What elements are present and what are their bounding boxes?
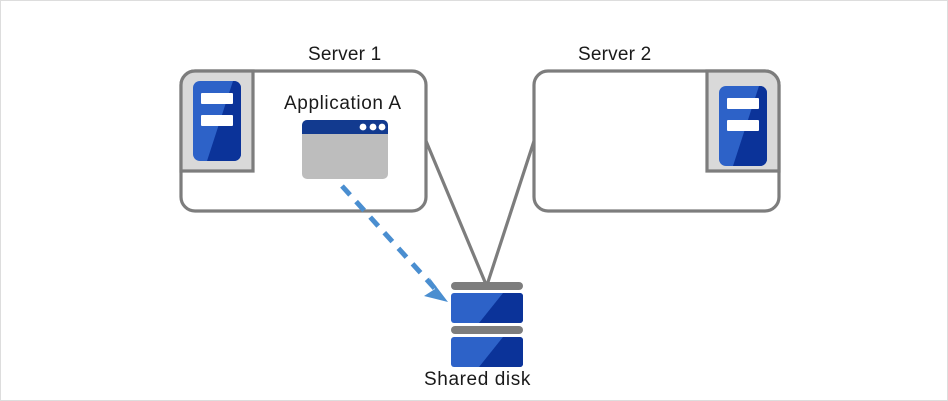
server1-icon-bar-top xyxy=(201,93,233,104)
server1-icon-bar-bottom xyxy=(201,115,233,126)
server2-server-icon xyxy=(719,86,767,166)
arrowhead-icon xyxy=(424,277,448,302)
window-dot-2 xyxy=(369,123,377,131)
connector-server1-to-disk xyxy=(424,139,487,284)
connector-server2-to-disk xyxy=(486,139,536,284)
shared-disk-label: Shared disk xyxy=(424,369,531,390)
server2-icon-bar-bottom xyxy=(727,120,759,131)
application-label: Application A xyxy=(284,93,402,114)
server1-server-icon xyxy=(193,81,241,161)
server1-label: Server 1 xyxy=(308,44,382,65)
window-dot-1 xyxy=(359,123,367,131)
connector-application-to-disk xyxy=(340,184,448,302)
application-window-icon[interactable] xyxy=(302,120,388,179)
shared-disk-icon[interactable] xyxy=(451,282,523,367)
server2-icon-bar-top xyxy=(727,98,759,109)
server2-label: Server 2 xyxy=(578,44,652,65)
window-dot-3 xyxy=(378,123,386,131)
